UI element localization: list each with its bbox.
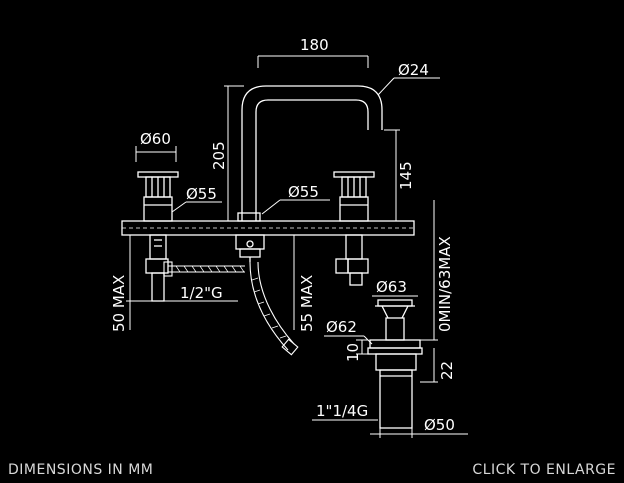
enlarge-link[interactable]: CLICK TO ENLARGE	[472, 462, 616, 478]
dim-deck-range: 0MIN/63MAX	[436, 236, 454, 332]
dimension-lines	[126, 55, 468, 438]
right-handle	[333, 171, 375, 286]
dim-spout-base-diameter: Ø55	[288, 183, 319, 201]
dim-handle-base-diameter: Ø55	[186, 185, 217, 203]
dim-spout-diameter: Ø24	[398, 61, 429, 79]
dim-spout-reach-height: 145	[397, 161, 415, 190]
dim-flange-total: 22	[438, 361, 456, 380]
spout	[235, 85, 383, 262]
dim-spout-max-depth: 55 MAX	[298, 275, 316, 332]
dim-connection-thread: 1/2"G	[180, 284, 223, 302]
dim-waste-flange-diameter: Ø62	[326, 318, 357, 336]
dim-spout-height: 205	[210, 141, 228, 170]
dim-waste-cap-diameter: Ø63	[376, 278, 407, 296]
dim-spout-spread: 180	[300, 36, 329, 54]
left-handle	[137, 171, 179, 302]
pop-up-waste	[367, 299, 423, 429]
flexible-hoses	[163, 261, 299, 356]
dim-handle-diameter: Ø60	[140, 130, 171, 148]
dim-waste-thread: 1"1/4G	[316, 402, 368, 420]
units-caption: DIMENSIONS IN MM	[8, 462, 154, 478]
dim-handle-max-depth: 50 MAX	[110, 275, 128, 332]
deck-plate	[121, 220, 415, 236]
dim-waste-body-diameter: Ø50	[424, 416, 455, 434]
dim-flange-height: 10	[344, 343, 362, 362]
